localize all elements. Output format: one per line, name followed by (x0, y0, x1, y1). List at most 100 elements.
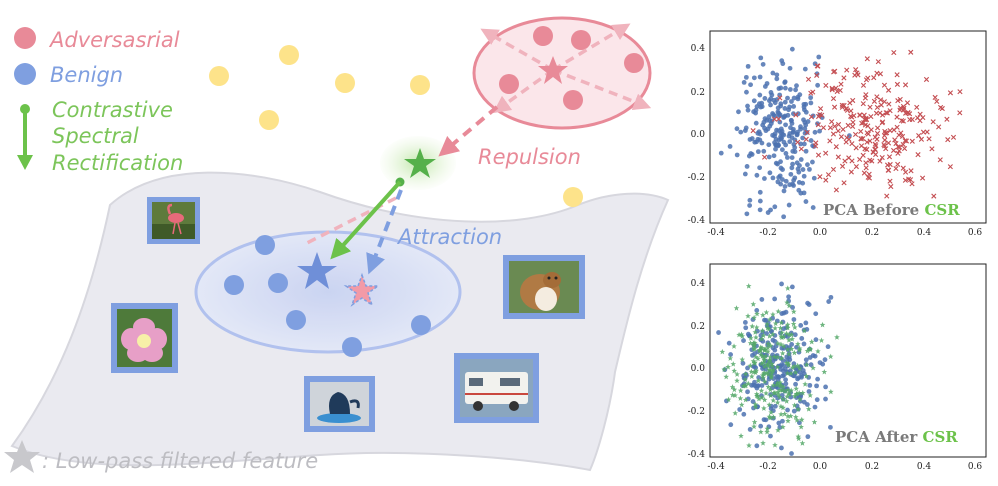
scatter-point (894, 124, 900, 130)
pca-after-xtick: 0.2 (865, 462, 879, 472)
scatter-point (886, 101, 892, 107)
scatter-point (749, 323, 756, 329)
scatter-point (874, 94, 880, 100)
scatter-point (784, 321, 791, 328)
scatter-point (790, 320, 797, 327)
scatter-point (833, 85, 839, 91)
scatter-point (734, 377, 740, 384)
scatter-point (771, 116, 778, 122)
scatter-point (741, 338, 746, 343)
scatter-point (789, 342, 795, 347)
scatter-point (782, 99, 788, 105)
scatter-point (944, 116, 950, 122)
scatter-point (784, 393, 790, 400)
scatter-point (760, 312, 766, 318)
scatter-point (751, 346, 757, 352)
scatter-point (789, 336, 795, 342)
scatter-point (772, 100, 778, 106)
scatter-point (887, 108, 893, 114)
scatter-point (888, 183, 894, 190)
scatter-point (783, 309, 789, 315)
scatter-point (765, 348, 771, 355)
scatter-point (752, 369, 759, 376)
pca-before-title-prefix: PCA Before (823, 201, 924, 219)
scatter-point (764, 321, 771, 327)
scatter-point (803, 373, 810, 379)
scatter-point (796, 365, 803, 372)
scatter-point (781, 343, 787, 349)
scatter-point (805, 119, 811, 124)
scatter-point (742, 376, 748, 383)
scatter-point (751, 419, 758, 425)
scatter-point (839, 163, 846, 169)
scatter-point (795, 111, 801, 117)
scatter-point (766, 114, 772, 120)
scatter-point (757, 198, 763, 204)
scatter-point (751, 75, 757, 81)
scatter-point (762, 317, 767, 323)
scatter-point (758, 423, 764, 429)
scatter-point (772, 390, 778, 396)
scatter-point (825, 172, 832, 178)
scatter-point (808, 362, 814, 368)
scatter-point (748, 82, 753, 88)
pca-before-title: PCA Before CSR (823, 201, 960, 219)
scatter-point (766, 401, 773, 408)
scatter-point (815, 348, 821, 354)
scatter-point (789, 165, 795, 171)
scatter-point (738, 432, 744, 439)
scatter-point (763, 390, 769, 396)
scatter-point (898, 130, 904, 136)
scatter-point (789, 99, 794, 104)
scatter-point (749, 382, 755, 388)
scatter-point (774, 142, 780, 147)
scatter-point (764, 117, 770, 123)
scatter-point (791, 183, 796, 188)
scatter-point (947, 164, 953, 170)
scatter-point (770, 111, 775, 116)
scatter-point (745, 103, 750, 109)
scatter-point (863, 165, 869, 171)
scatter-point (761, 405, 767, 411)
scatter-point (783, 178, 789, 184)
scatter-point (753, 120, 759, 126)
scatter-point (844, 135, 850, 141)
scatter-point (778, 181, 784, 187)
scatter-point (791, 317, 797, 322)
scatter-point (803, 361, 810, 368)
scatter-point (747, 340, 754, 346)
legend-adversarial-dot (14, 27, 36, 49)
scatter-point (767, 357, 773, 363)
scatter-point (808, 90, 814, 96)
scatter-point (727, 355, 734, 361)
scatter-point (760, 440, 766, 446)
scatter-point (742, 382, 748, 389)
scatter-point (804, 129, 810, 135)
scatter-point (788, 125, 793, 131)
scatter-point (780, 418, 785, 424)
scatter-point (781, 132, 787, 138)
scatter-point (784, 285, 791, 291)
scatter-point (732, 410, 739, 416)
scatter-point (768, 207, 773, 213)
scatter-point (779, 445, 784, 451)
scatter-point (950, 134, 957, 140)
scatter-point (760, 61, 766, 67)
scatter-point (811, 175, 817, 181)
scatter-point (738, 129, 744, 135)
scatter-point (787, 65, 793, 71)
scatter-point (786, 133, 792, 139)
scatter-point (794, 132, 800, 138)
scatter-point (826, 299, 832, 304)
pca-before-ytick: -0.2 (688, 173, 705, 183)
scatter-point (787, 413, 794, 419)
scatter-point (814, 397, 820, 403)
scatter-point (787, 182, 793, 188)
scatter-point (742, 396, 749, 403)
scatter-point (909, 138, 915, 144)
scatter-point (914, 115, 921, 121)
scatter-point (807, 346, 814, 353)
scatter-point (758, 360, 765, 367)
scatter-point (828, 388, 834, 395)
pca-after-xtick: -0.2 (759, 462, 776, 472)
